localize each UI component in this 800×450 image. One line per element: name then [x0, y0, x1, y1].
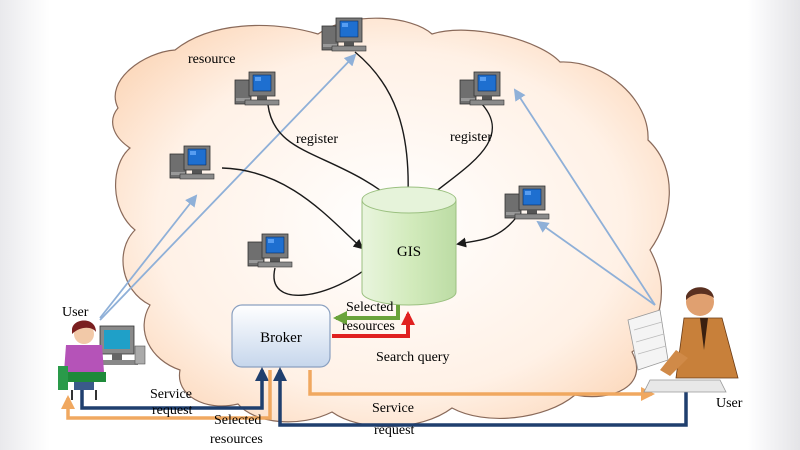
broker-label: Broker [260, 330, 302, 346]
selected-resources-label-line2: resources [342, 319, 395, 334]
search-query-label: Search query [376, 350, 449, 365]
gis-database: GIS [361, 186, 457, 306]
right-edge-shading [748, 0, 800, 450]
selected-resources-left-arrow [61, 370, 272, 420]
search-query-arrow [332, 311, 415, 338]
selected-resources-bottom-line1: Selected [214, 413, 261, 428]
register-arrows [221, 51, 519, 296]
user-label-left: User [62, 305, 89, 320]
service-request-left-line1: Service [150, 387, 192, 402]
service-request-right-line2: request [374, 423, 415, 438]
service-request-right-line1: Service [372, 401, 414, 416]
user-label-right: User [716, 396, 743, 411]
service-request-left-line2: request [152, 403, 193, 418]
service-request-left-arrow [80, 367, 269, 410]
user-right-figure [627, 287, 739, 393]
gis-label: GIS [397, 244, 421, 260]
user-resource-links [99, 53, 656, 321]
resource-label: resource [188, 52, 235, 67]
register-label-left: register [296, 132, 338, 147]
user-left-figure [58, 320, 146, 400]
service-request-right-arrow [273, 367, 688, 427]
selected-resources-label-line1: Selected [346, 300, 393, 315]
computer-icon [321, 17, 367, 52]
selected-resources-bottom-line2: resources [210, 432, 263, 447]
selected-resources-arrow [333, 305, 400, 325]
selected-resources-right-arrow [308, 370, 655, 401]
broker-box: Broker [231, 304, 331, 368]
register-label-right: register [450, 130, 492, 145]
left-edge-shading [0, 0, 50, 450]
